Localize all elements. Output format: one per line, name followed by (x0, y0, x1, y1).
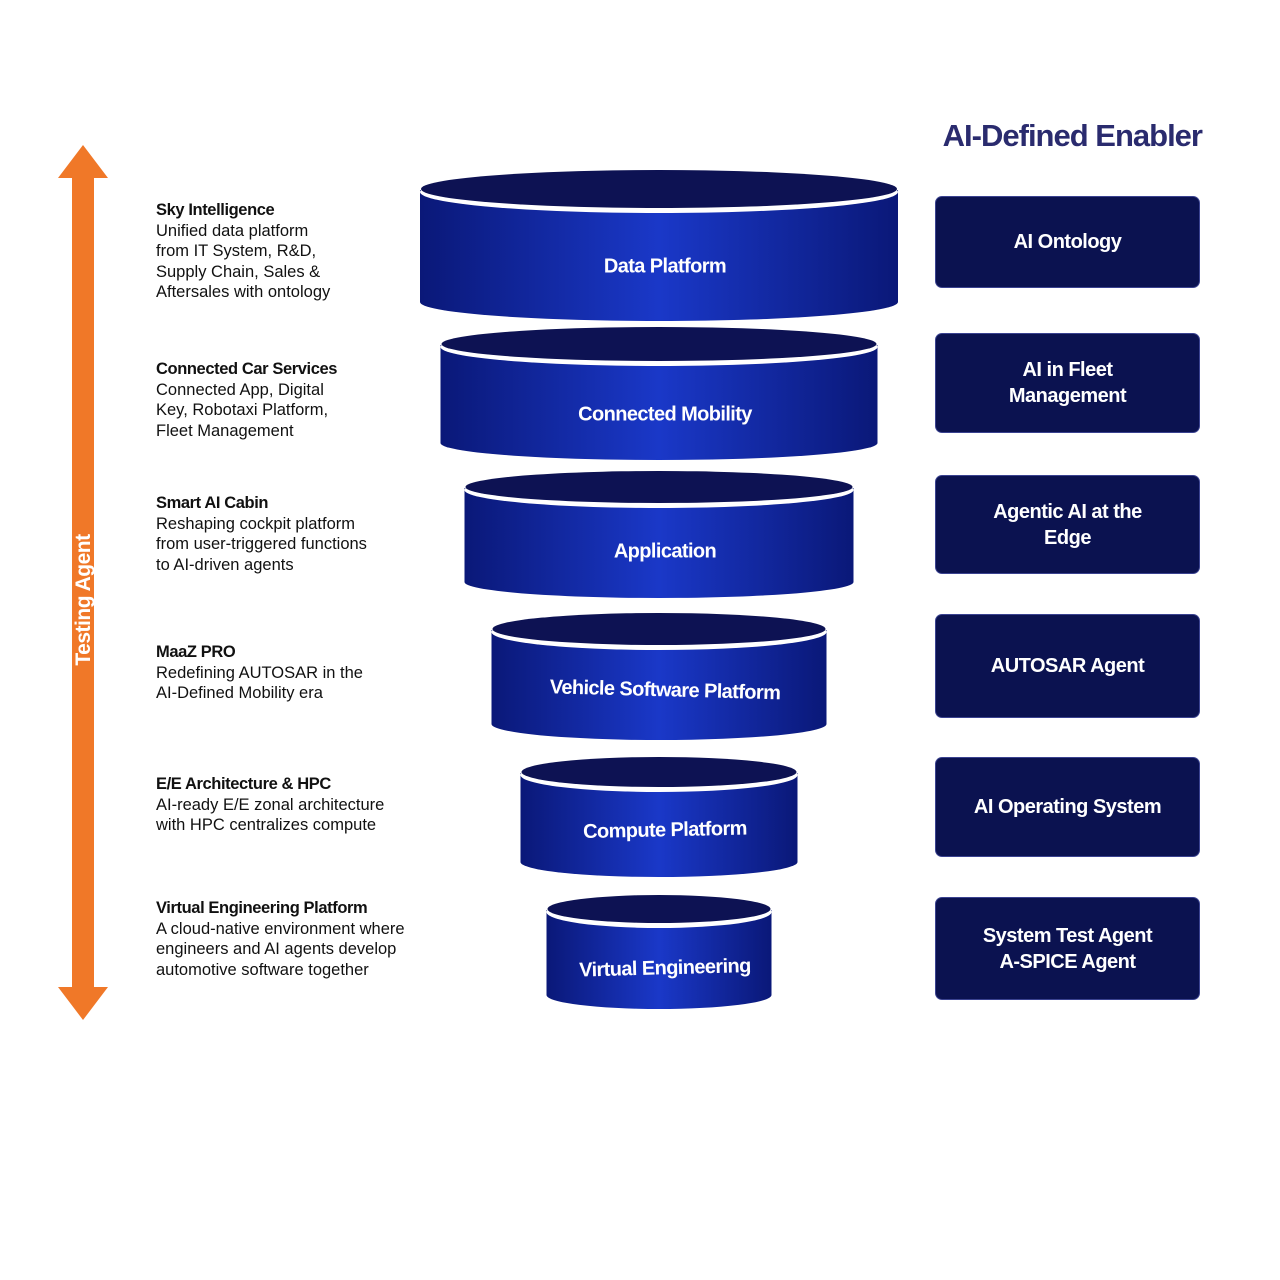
layer-description: Connected Car Services Connected App, Di… (156, 359, 456, 441)
cylinder-layer: Compute Platform (520, 757, 798, 878)
enabler-box-agentic-ai-edge: Agentic AI at the Edge (935, 475, 1200, 574)
cylinder-top (441, 327, 877, 361)
cylinder-label: Application (614, 540, 716, 562)
layer-description-body: AI-ready E/E zonal architecture with HPC… (156, 795, 385, 835)
cylinder-body (440, 345, 878, 460)
enabler-box-ai-fleet-management: AI in Fleet Management (935, 333, 1200, 433)
layer-description-title: Connected Car Services (156, 360, 338, 378)
enabler-box-autosar-agent: AUTOSAR Agent (935, 614, 1200, 718)
layer-description-title: Sky Intelligence (156, 201, 275, 219)
cylinder-body (464, 488, 854, 598)
cylinder-top (521, 757, 797, 787)
double-arrow-icon (58, 145, 108, 1020)
enabler-box-ai-ontology: AI Ontology (935, 196, 1200, 288)
cylinder-body (420, 190, 898, 321)
cylinder-layer: Application (464, 471, 854, 598)
cylinder-label: Connected Mobility (578, 403, 753, 425)
cylinder-top (547, 895, 771, 923)
layer-description: Virtual Engineering Platform A cloud-nat… (156, 898, 456, 980)
cylinder-label: Data Platform (604, 255, 726, 277)
layer-description: Smart AI Cabin Reshaping cockpit platfor… (156, 493, 456, 575)
cylinder-body (491, 630, 827, 740)
layer-description-title: Virtual Engineering Platform (156, 899, 368, 917)
layer-description-body: Redefining AUTOSAR in the AI-Defined Mob… (156, 663, 363, 703)
layer-description: Sky Intelligence Unified data platform f… (156, 200, 456, 303)
cylinder-layer: Vehicle Software Platform (491, 613, 827, 740)
cylinder-top (465, 471, 853, 503)
layer-description-body: Reshaping cockpit platform from user-tri… (156, 514, 367, 574)
layer-description-body: A cloud-native environment where enginee… (156, 919, 405, 979)
cylinder-label: Compute Platform (583, 818, 747, 843)
cylinder-layer: Connected Mobility (440, 327, 878, 460)
enabler-box-test-aspice-agent: System Test Agent A-SPICE Agent (935, 897, 1200, 1000)
cylinder-label: Virtual Engineering (579, 955, 751, 981)
layer-description-body: Connected App, Digital Key, Robotaxi Pla… (156, 380, 329, 440)
layer-description-body: Unified data platform from IT System, R&… (156, 221, 331, 302)
layer-description-title: Smart AI Cabin (156, 494, 269, 512)
cylinder-layer: Data Platform (420, 170, 898, 321)
testing-agent-label: Testing Agent (72, 534, 95, 666)
cylinder-layer: Virtual Engineering (546, 895, 772, 1010)
cylinder-top (421, 170, 897, 208)
enabler-column-title: AI-Defined Enabler (942, 118, 1203, 153)
cylinder-body (520, 773, 798, 878)
layer-description: MaaZ PRO Redefining AUTOSAR in the AI-De… (156, 642, 456, 704)
layer-description: E/E Architecture & HPC AI-ready E/E zona… (156, 774, 456, 836)
cylinder-top (492, 613, 826, 645)
layer-description-title: MaaZ PRO (156, 643, 236, 661)
layer-description-title: E/E Architecture & HPC (156, 775, 331, 793)
enabler-box-ai-operating-system: AI Operating System (935, 757, 1200, 857)
cylinder-body (546, 910, 772, 1010)
